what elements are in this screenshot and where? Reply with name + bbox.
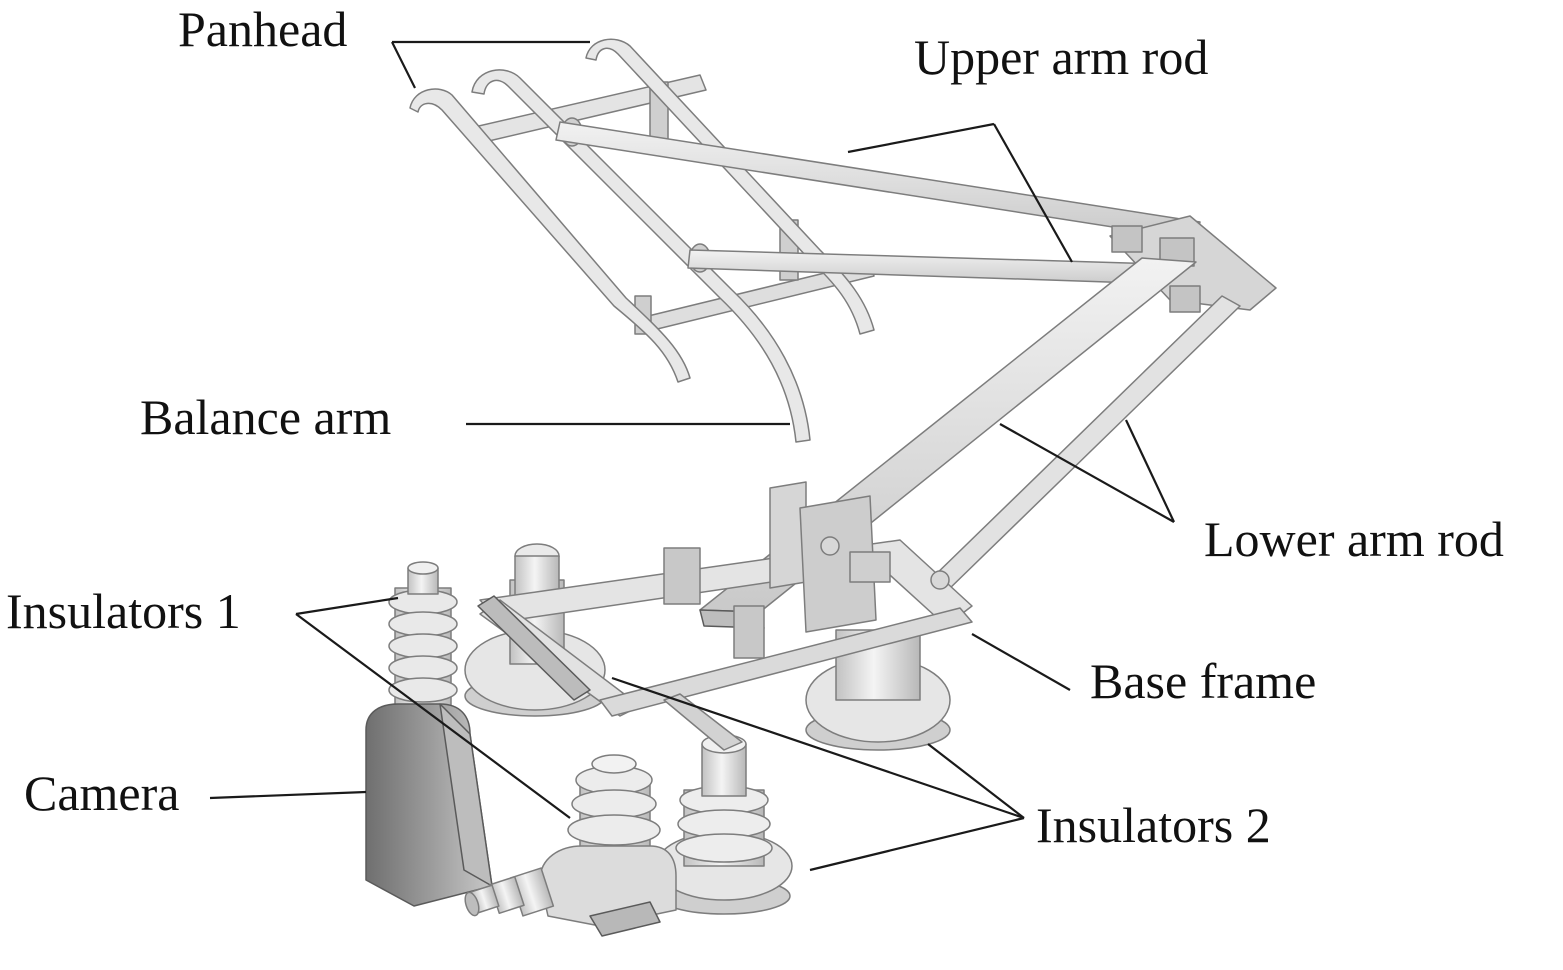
panhead-bow-middle [471, 69, 811, 443]
labels: Panhead Upper arm rod Balance arm Lower … [6, 1, 1504, 853]
base-frame-assembly [464, 481, 973, 751]
insulators-1-stack [388, 561, 458, 729]
label-insulators-1: Insulators 1 [6, 583, 241, 639]
lower-arm-rod-leader [999, 423, 1175, 523]
panhead-bow-right [585, 38, 875, 335]
panhead-assembly [409, 38, 875, 443]
insulators-2-front [464, 693, 793, 937]
insulator-1-cap [407, 561, 439, 575]
apex-hinge-block [1111, 225, 1143, 253]
base-frame-bracket [733, 605, 765, 659]
label-insulators-2: Insulators 2 [1036, 797, 1271, 853]
insulators-1-leader [295, 613, 571, 819]
insulators-2-leader [927, 743, 1025, 819]
panhead-bow-left [409, 88, 691, 383]
base-frame-pin [820, 536, 840, 556]
base-frame-leader [971, 633, 1071, 691]
label-base-frame: Base frame [1090, 653, 1316, 709]
base-frame-upright [799, 495, 877, 633]
insulator-2-left-cap [591, 754, 637, 774]
base-frame-rail-front [599, 607, 973, 717]
insulator-1-rings [388, 589, 458, 703]
insulators-2-leader [809, 816, 1025, 872]
upper-arm-rod-leader [847, 122, 995, 154]
base-frame-block [849, 551, 891, 583]
insulator-2-right-rings [675, 785, 773, 863]
insulators-2-leader [611, 676, 1025, 820]
label-panhead: Panhead [178, 1, 347, 57]
base-frame-bracket [663, 547, 701, 605]
label-balance-arm: Balance arm [140, 389, 391, 445]
insulators-1-leader [295, 596, 399, 616]
upper-arm-rod-leader [993, 123, 1073, 263]
panhead-leader [391, 41, 416, 89]
apex-hinge-block [1169, 285, 1201, 313]
camera-leader [209, 790, 367, 800]
camera-body [365, 703, 493, 907]
insulator-2-left-rings [567, 765, 661, 846]
lower-arm-rod-leader [1125, 419, 1175, 523]
insulator-2-link-arm [663, 693, 743, 751]
base-frame-plate [477, 595, 591, 701]
connector-base [589, 901, 661, 937]
label-upper-arm-rod: Upper arm rod [914, 29, 1208, 85]
base-frame-pin [930, 570, 950, 590]
connector-nozzle [464, 867, 555, 917]
label-lower-arm-rod: Lower arm rod [1204, 511, 1504, 567]
leader-lines [209, 40, 1175, 872]
label-camera: Camera [24, 765, 179, 821]
